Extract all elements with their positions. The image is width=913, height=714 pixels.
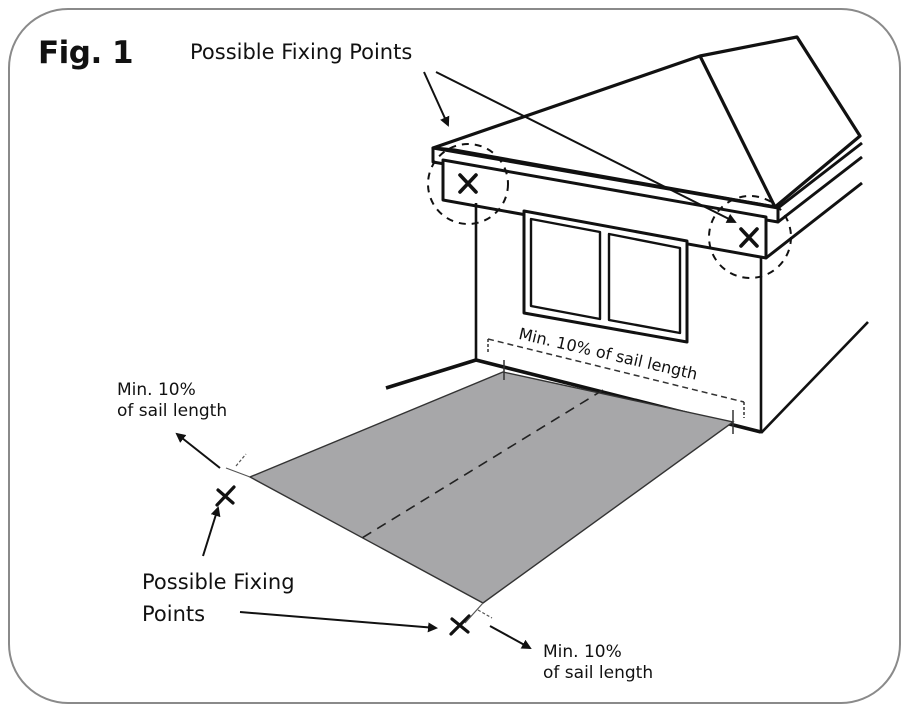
bottom-fixing-label-line2: Points	[142, 602, 206, 626]
bottom-clearance-line1: Min. 10%	[543, 642, 622, 662]
fixing-point-x-icon	[458, 173, 478, 194]
bottom-clearance-label: Min. 10% of sail length	[543, 642, 653, 684]
fascia	[431, 141, 863, 260]
wall-clearance-dimension	[487, 338, 745, 434]
bottom-fixing-label-line1: Possible Fixing	[142, 570, 295, 594]
arrow-icon	[175, 71, 737, 649]
corner-extension-lines	[225, 453, 493, 624]
shade-sail	[248, 371, 735, 604]
fixing-point-x-icon	[739, 227, 759, 248]
bottom-clearance-line2: of sail length	[543, 663, 654, 683]
dashed-circle-icon	[708, 195, 792, 279]
dashed-circle-icon	[427, 143, 509, 225]
window	[522, 209, 689, 344]
figure-number: Fig. 1	[38, 35, 134, 71]
left-clearance-label: Min. 10% of sail length	[117, 380, 227, 422]
top-fixing-points-label: Possible Fixing Points	[190, 40, 413, 64]
fixing-point-x-icon	[215, 485, 236, 507]
fixing-point-x-icon	[449, 614, 471, 636]
bottom-fixing-points-label: Possible Fixing Points	[142, 566, 295, 630]
left-clearance-line2: of sail length	[117, 401, 228, 421]
left-clearance-line1: Min. 10%	[117, 380, 196, 400]
sail-centreline	[361, 389, 604, 539]
